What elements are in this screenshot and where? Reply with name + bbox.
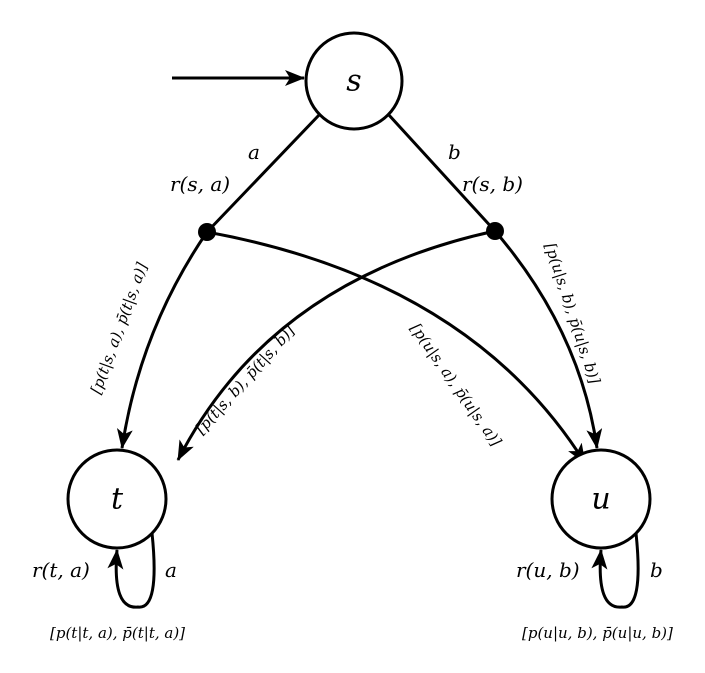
action-label-s-b: b (448, 140, 461, 164)
edge-s-action-b (386, 112, 497, 233)
prob-label-u-u-b: [p(u|u, b), p̄(u|u, b)] (522, 624, 673, 642)
prob-label-t-s-a: [p(t|s, a), p̄(t|s, a)] (87, 260, 151, 396)
reward-label-s-b: r(s, b) (462, 172, 523, 196)
state-t[interactable]: t (66, 448, 168, 550)
self-loop-u (591, 532, 640, 609)
state-t-label: t (111, 482, 124, 517)
reward-label-s-a: r(s, a) (170, 172, 230, 196)
state-t-circle (66, 448, 168, 550)
action-node-b (486, 222, 504, 240)
edge-b-to-t (176, 229, 496, 461)
action-node-a (198, 223, 216, 241)
edge-s-action-a (205, 112, 322, 234)
prob-label-t-s-b: [p(t|s, b), p̄(t|s, b)] (192, 322, 299, 438)
reward-label-t-a: r(t, a) (32, 558, 90, 582)
edge-b-to-u (493, 230, 603, 449)
reward-label-u-b: r(u, b) (516, 558, 580, 582)
state-u[interactable]: u (550, 448, 652, 550)
state-s-label: s (346, 64, 361, 99)
state-u-label: u (591, 482, 610, 517)
edge-a-to-u (206, 230, 587, 464)
edge-a-to-t (116, 231, 209, 449)
action-label-u-b: b (650, 558, 663, 582)
prob-label-u-s-a: [p(u|s, a), p̄(u|s, a)] (407, 320, 505, 450)
self-loop-t (107, 532, 156, 609)
prob-label-t-t-a: [p(t|t, a), p̄(t|t, a)] (50, 624, 185, 642)
action-label-t-a: a (165, 558, 177, 582)
state-s-circle (304, 31, 404, 131)
action-label-s-a: a (248, 140, 260, 164)
state-u-circle (550, 448, 652, 550)
state-s[interactable]: s (304, 31, 404, 131)
